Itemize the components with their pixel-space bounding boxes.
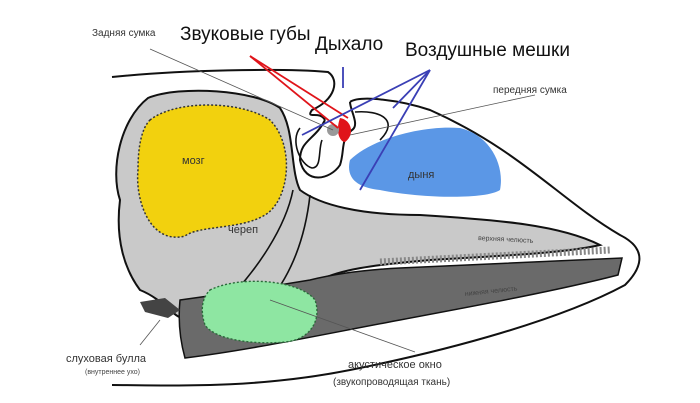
- brain: [136, 104, 288, 238]
- label-posterior-sac: Задняя сумка: [92, 28, 156, 39]
- posterior-sac-loop: [295, 127, 323, 169]
- label-inner-ear: (внутреннее ухо): [85, 369, 140, 376]
- label-anterior-sac: передняя сумка: [493, 85, 567, 96]
- label-air-sacs: Воздушные мешки: [405, 40, 570, 61]
- label-sound-tissue: (звукопроводящая ткань): [333, 377, 450, 388]
- label-melon: дыня: [408, 169, 434, 181]
- melon: [349, 127, 501, 197]
- label-upper-jaw: верхняя челюсть: [478, 235, 534, 245]
- leader-lines: [139, 48, 536, 353]
- anterior-sac-loop: [354, 110, 389, 141]
- acoustic-window: [201, 280, 318, 344]
- label-auditory-bulla: слуховая булла: [66, 353, 147, 365]
- label-brain: мозг: [182, 155, 205, 167]
- label-skull: череп: [228, 224, 258, 236]
- label-blowhole: Дыхало: [315, 34, 383, 55]
- sound-lips: [337, 118, 352, 142]
- nasal-passage: [298, 101, 357, 179]
- head-outline: [111, 68, 641, 387]
- auditory-bulla: [140, 298, 180, 318]
- label-sound-lips: Звуковые губы: [180, 24, 311, 45]
- label-acoustic-window: акустическое окно: [348, 359, 442, 371]
